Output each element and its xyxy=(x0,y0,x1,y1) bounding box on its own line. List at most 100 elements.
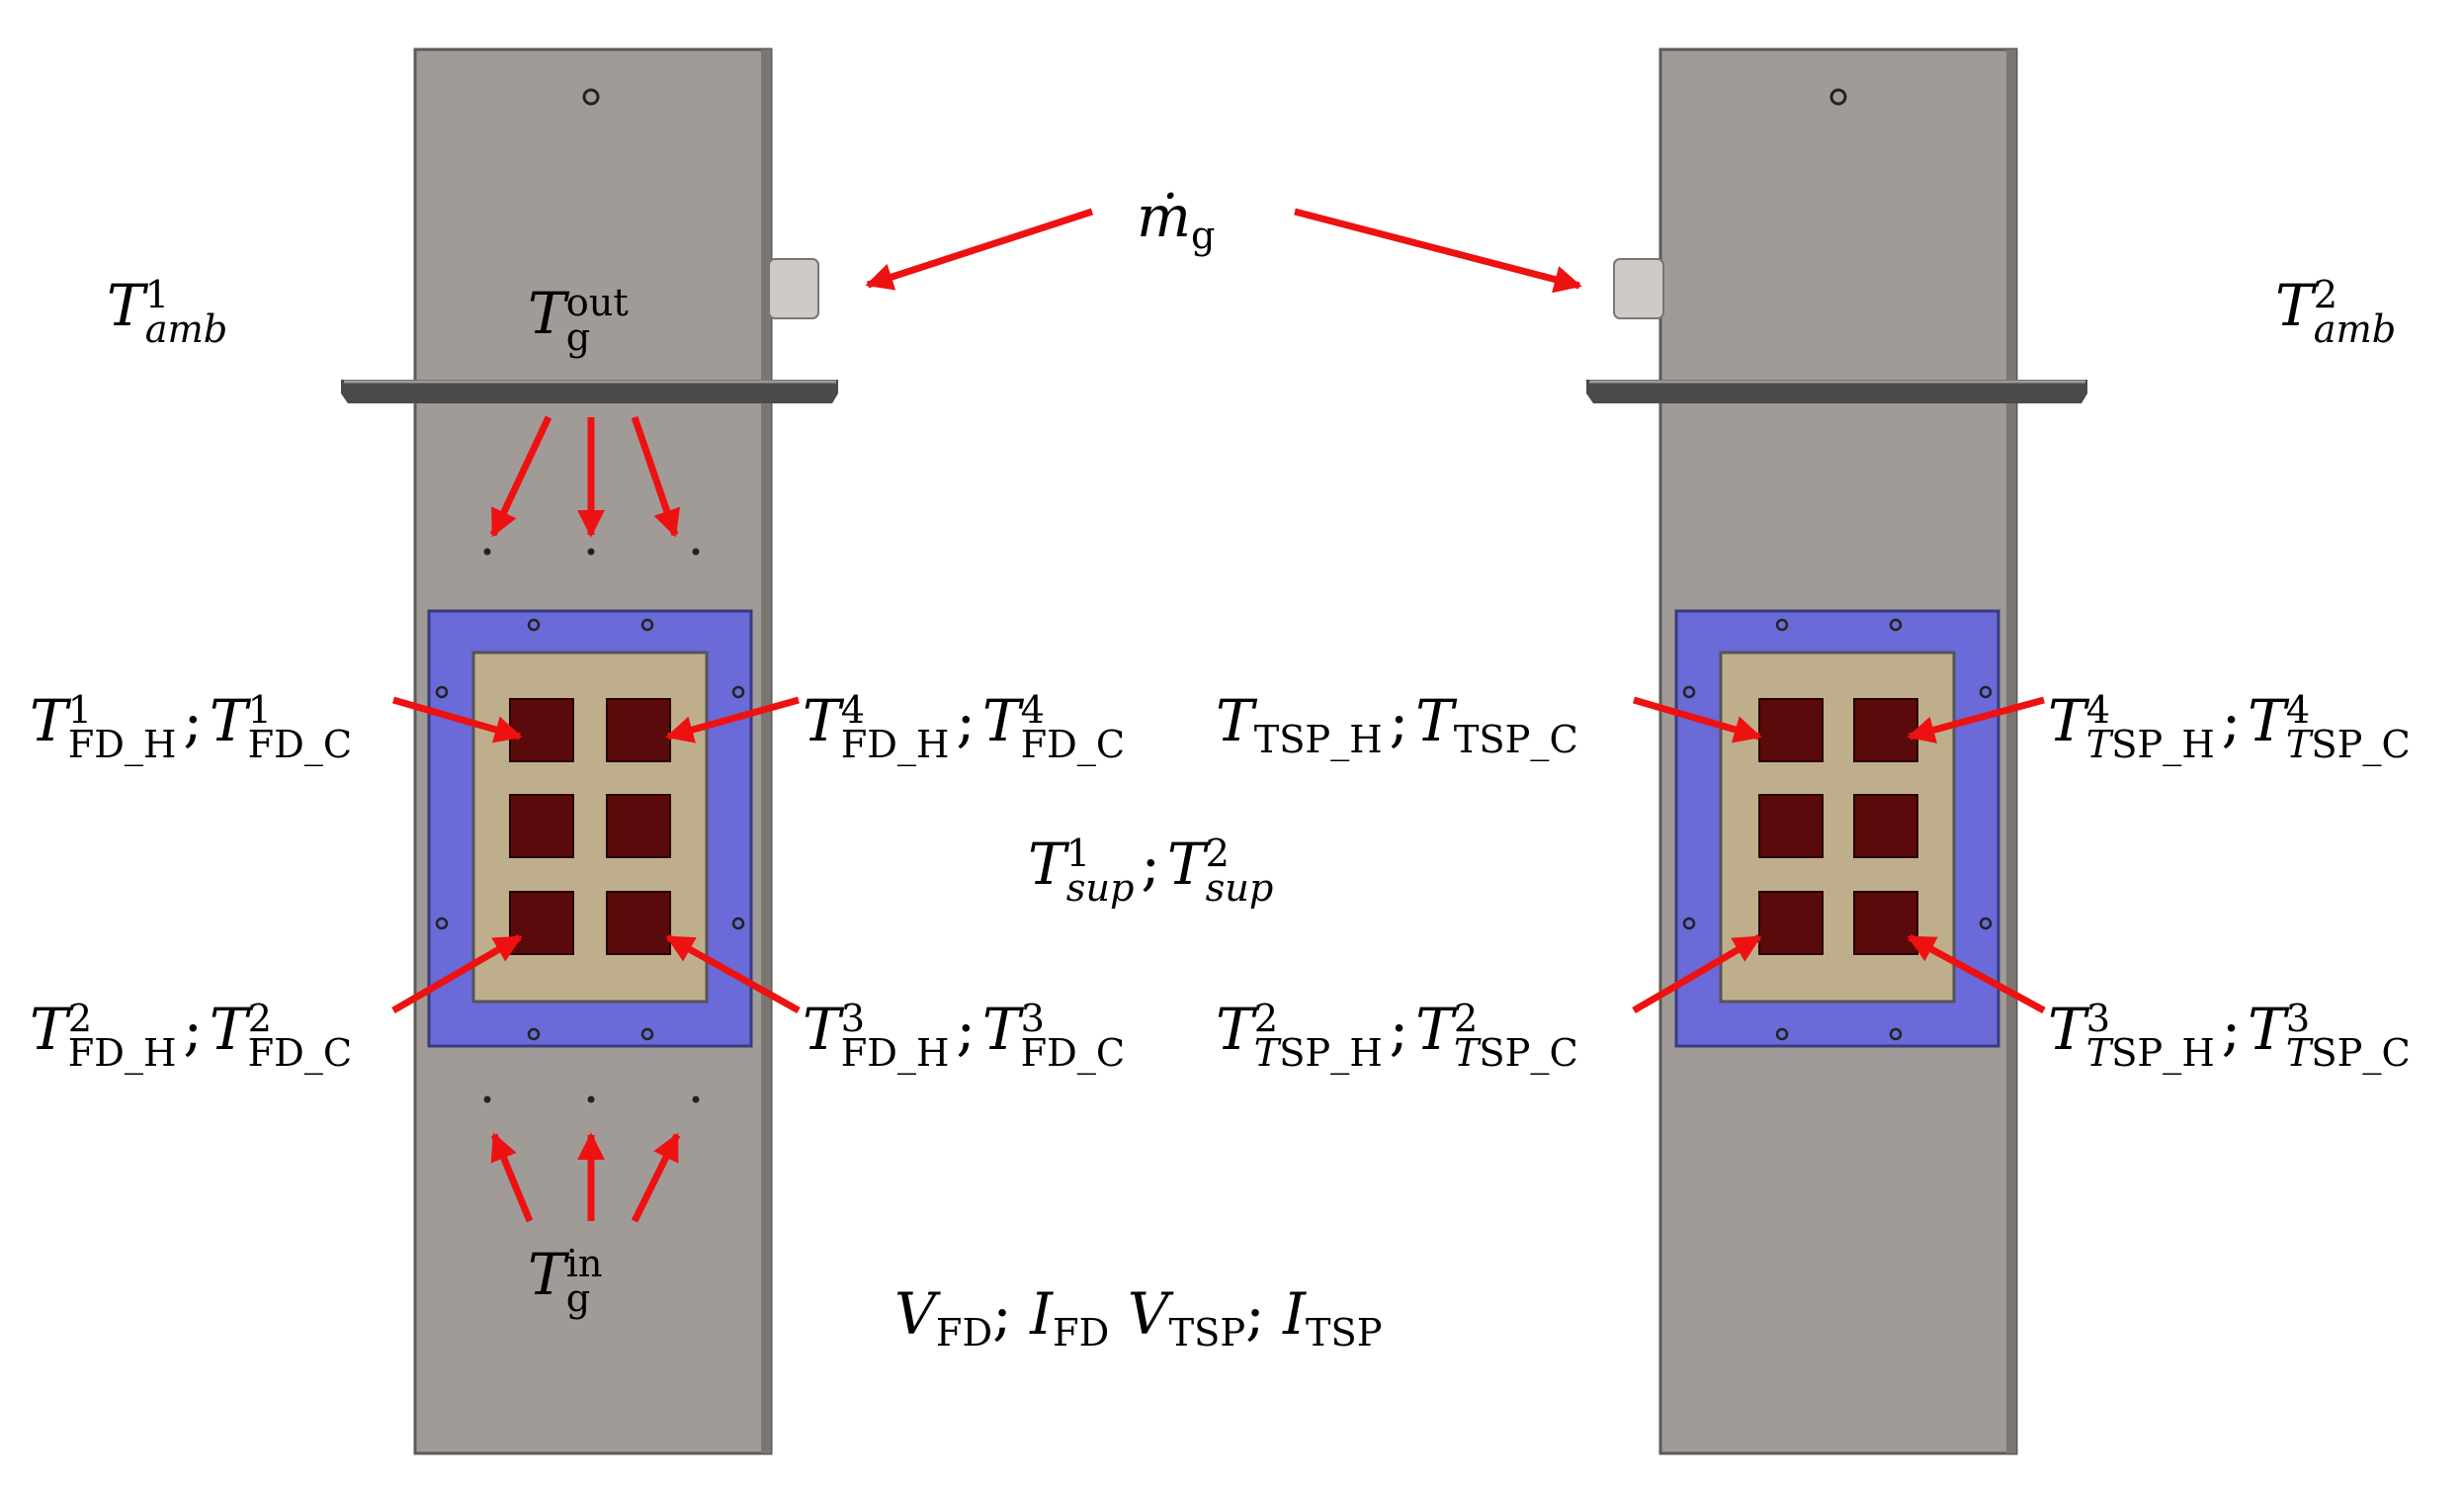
fd1-sub-c: FD_C xyxy=(247,723,353,768)
support-symbol-1: T xyxy=(1028,830,1066,898)
arrow-gas-in-1 xyxy=(490,1132,534,1223)
tsp2-sup-h: 2 xyxy=(1253,997,1279,1042)
left-probe-out-2 xyxy=(587,548,595,556)
tsp3-sub-h-b: SP_H xyxy=(2111,1031,2215,1077)
right-module-3 xyxy=(1853,891,1918,955)
gas-in-symbol: T xyxy=(528,1241,566,1308)
electrical-sep-2: ; xyxy=(1245,1280,1265,1348)
tsp1-symbol-h: T xyxy=(1216,687,1254,754)
fd3-sep: ; xyxy=(956,996,976,1063)
fd2-symbol-h: T xyxy=(30,996,68,1063)
tsp2-sub-c-b: SP_C xyxy=(1479,1031,1578,1077)
arrow-mass-flow-left xyxy=(865,208,1094,291)
right-module-mid-right xyxy=(1853,794,1918,858)
tsp2-sub-c-a: T xyxy=(1453,1031,1480,1077)
tsp2-sub-h-b: SP_H xyxy=(1279,1031,1383,1077)
left-module-4 xyxy=(606,698,671,762)
support-symbol-2: T xyxy=(1166,830,1206,898)
tsp4-sep: ; xyxy=(2221,687,2242,754)
tsp3-sub-c-b: SP_C xyxy=(2311,1031,2411,1077)
left-probe-out-3 xyxy=(692,548,700,556)
arrow-tsp1 xyxy=(1633,696,1762,743)
electrical-sep-1: ; xyxy=(992,1280,1012,1348)
support-sub-1: sup xyxy=(1065,866,1135,912)
fd3-sup-c: 3 xyxy=(1020,997,1045,1042)
i-fd-symbol: I xyxy=(1030,1280,1054,1348)
left-outlet-nozzle xyxy=(768,258,819,319)
tsp4-sub-c-b: SP_C xyxy=(2311,723,2411,768)
arrow-fd1 xyxy=(392,696,523,743)
left-housing-edge xyxy=(761,49,771,1453)
fd4-sep: ; xyxy=(956,687,976,754)
fd3-sub-c: FD_C xyxy=(1020,1031,1126,1077)
tsp4-symbol-h: T xyxy=(2048,687,2086,754)
v-fd-sub: FD xyxy=(935,1311,993,1356)
arrow-tsp3 xyxy=(1907,933,2046,1014)
i-tsp-sub: TSP xyxy=(1305,1311,1383,1356)
label-tsp-module-1: TTSP_H;TTSP_C xyxy=(1216,692,1578,760)
right-housing xyxy=(1586,47,2087,1455)
left-module-2 xyxy=(509,891,574,955)
arrow-gas-out-1 xyxy=(489,415,552,538)
left-probe-out-1 xyxy=(483,548,491,556)
tsp3-sub-h-a: T xyxy=(2085,1031,2112,1077)
tsp1-sub-h: TSP_H xyxy=(1253,718,1383,763)
left-probe-in-1 xyxy=(483,1095,491,1103)
left-top-bolt xyxy=(582,88,600,106)
tsp2-sup-c: 2 xyxy=(1453,997,1479,1042)
fd2-sep: ; xyxy=(183,996,203,1063)
arrow-fd3 xyxy=(665,933,801,1014)
gas-in-sub: g xyxy=(565,1276,591,1322)
gas-out-sub: g xyxy=(565,315,591,361)
amb-left-symbol: T xyxy=(107,272,145,339)
fd4-symbol-c: T xyxy=(981,687,1021,754)
tsp3-sup-h: 3 xyxy=(2085,997,2111,1042)
amb-left-sub: amb xyxy=(144,307,228,353)
fd3-symbol-c: T xyxy=(981,996,1021,1063)
tsp4-symbol-c: T xyxy=(2248,687,2286,754)
left-module-3 xyxy=(606,891,671,955)
arrow-gas-out-3 xyxy=(631,415,681,538)
label-mass-flow: ṁg xyxy=(1137,188,1216,256)
support-sup-2: 2 xyxy=(1205,831,1230,877)
left-plate xyxy=(471,651,709,1004)
gas-in-sup: in xyxy=(565,1242,603,1287)
v-fd-symbol: V xyxy=(894,1280,936,1348)
i-tsp-symbol: I xyxy=(1283,1280,1306,1348)
tsp4-sup-c: 4 xyxy=(2285,688,2311,734)
fd2-symbol-c: T xyxy=(209,996,248,1063)
tsp2-sub-h-a: T xyxy=(1253,1031,1280,1077)
fd4-symbol-h: T xyxy=(803,687,841,754)
v-tsp-sub: TSP xyxy=(1168,1311,1246,1356)
tsp1-symbol-c: T xyxy=(1415,687,1454,754)
left-module-mid-right xyxy=(606,794,671,858)
amb-right-symbol: T xyxy=(2275,272,2314,339)
gas-out-symbol: T xyxy=(528,280,566,347)
arrow-gas-in-3 xyxy=(631,1132,681,1223)
right-plate xyxy=(1719,651,1956,1004)
tsp4-sub-c-a: T xyxy=(2285,723,2312,768)
right-module-4 xyxy=(1853,698,1918,762)
fd2-sup-h: 2 xyxy=(67,997,93,1042)
mass-flow-sub: g xyxy=(1191,214,1216,259)
support-sub-2: sup xyxy=(1205,866,1274,912)
right-module-2 xyxy=(1758,891,1824,955)
fd1-sup-h: 1 xyxy=(67,688,93,734)
right-module-1 xyxy=(1758,698,1824,762)
tsp2-sep: ; xyxy=(1389,996,1409,1063)
tsp1-sep: ; xyxy=(1389,687,1409,754)
amb-right-sup: 2 xyxy=(2313,273,2338,318)
gas-out-sup: out xyxy=(565,281,629,326)
indicator-arrows xyxy=(391,208,2046,1223)
right-outlet-nozzle xyxy=(1613,258,1664,319)
tsp3-sep: ; xyxy=(2221,996,2242,1063)
fd3-sup-h: 3 xyxy=(840,997,866,1042)
